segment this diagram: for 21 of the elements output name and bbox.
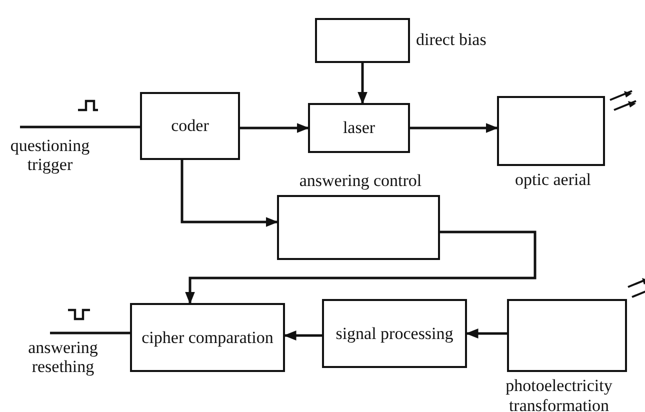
block-box [322, 299, 467, 368]
signal-label: questioning trigger [10, 127, 90, 175]
arrow [180, 160, 278, 227]
block-label: answering control [298, 171, 423, 192]
block-label: cipher comparation [140, 327, 274, 348]
arrow [240, 123, 310, 133]
arrow [185, 230, 536, 304]
block-box [140, 92, 240, 160]
block-box [130, 303, 285, 372]
block-label: photoelectricity transformation [504, 376, 614, 412]
signal-label: answering resething [8, 333, 118, 377]
arrow [358, 63, 368, 104]
arrow [466, 328, 507, 338]
arrow [284, 330, 322, 340]
block-label: signal processing [334, 323, 454, 344]
block-label: optic aerial [514, 170, 592, 190]
block-label: direct bias [416, 30, 488, 50]
block-box [308, 103, 410, 153]
block-label: laser [342, 118, 376, 138]
arrow [410, 123, 498, 133]
block-label: coder [170, 116, 210, 136]
